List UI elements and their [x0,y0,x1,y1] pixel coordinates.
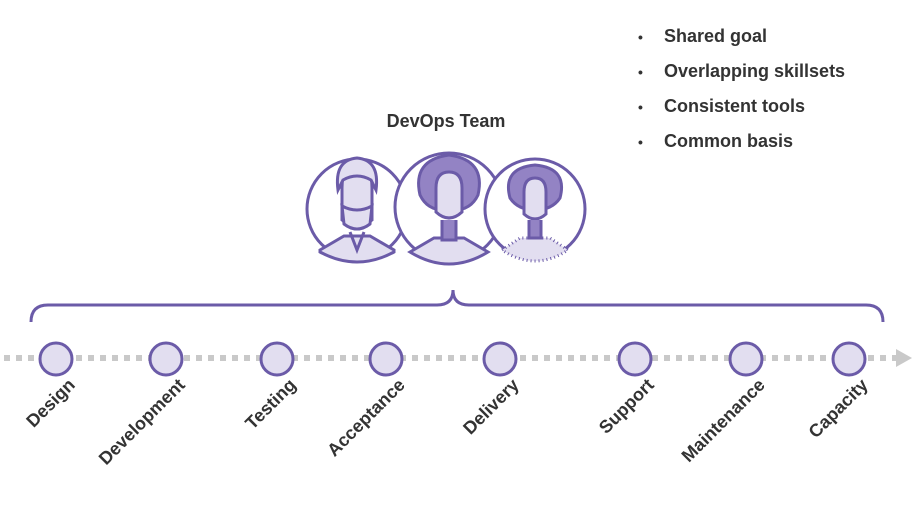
trait-item: •Shared goal [638,26,768,46]
stage-node-testing [259,341,295,377]
avatar-man-icon [305,156,409,264]
avatar-woman-icon [393,151,505,266]
stage-node-acceptance [368,341,404,377]
trait-item: •Overlapping skillsets [638,61,846,81]
timeline-arrow-icon [896,349,912,367]
stage-label: Testing [241,375,299,433]
trait-item: •Consistent tools [638,96,806,116]
stage-node-design [38,341,74,377]
avatar-woman-2-icon [483,157,587,263]
stage-label: Design [22,375,79,432]
team-brace [29,289,885,323]
stage-node-support [617,341,653,377]
trait-item: •Common basis [638,131,794,151]
stage-label: Capacity [805,375,872,442]
stage-node-delivery [482,341,518,377]
team-title: DevOps Team [386,111,506,131]
stage-label: Support [595,375,658,438]
stage-label: Delivery [459,375,523,439]
stage-label: Acceptance [323,375,409,461]
stage-label: Maintenance [678,375,769,466]
stage-node-maintenance [728,341,764,377]
stage-node-capacity [831,341,867,377]
stage-label: Development [95,375,189,469]
stage-node-development [148,341,184,377]
